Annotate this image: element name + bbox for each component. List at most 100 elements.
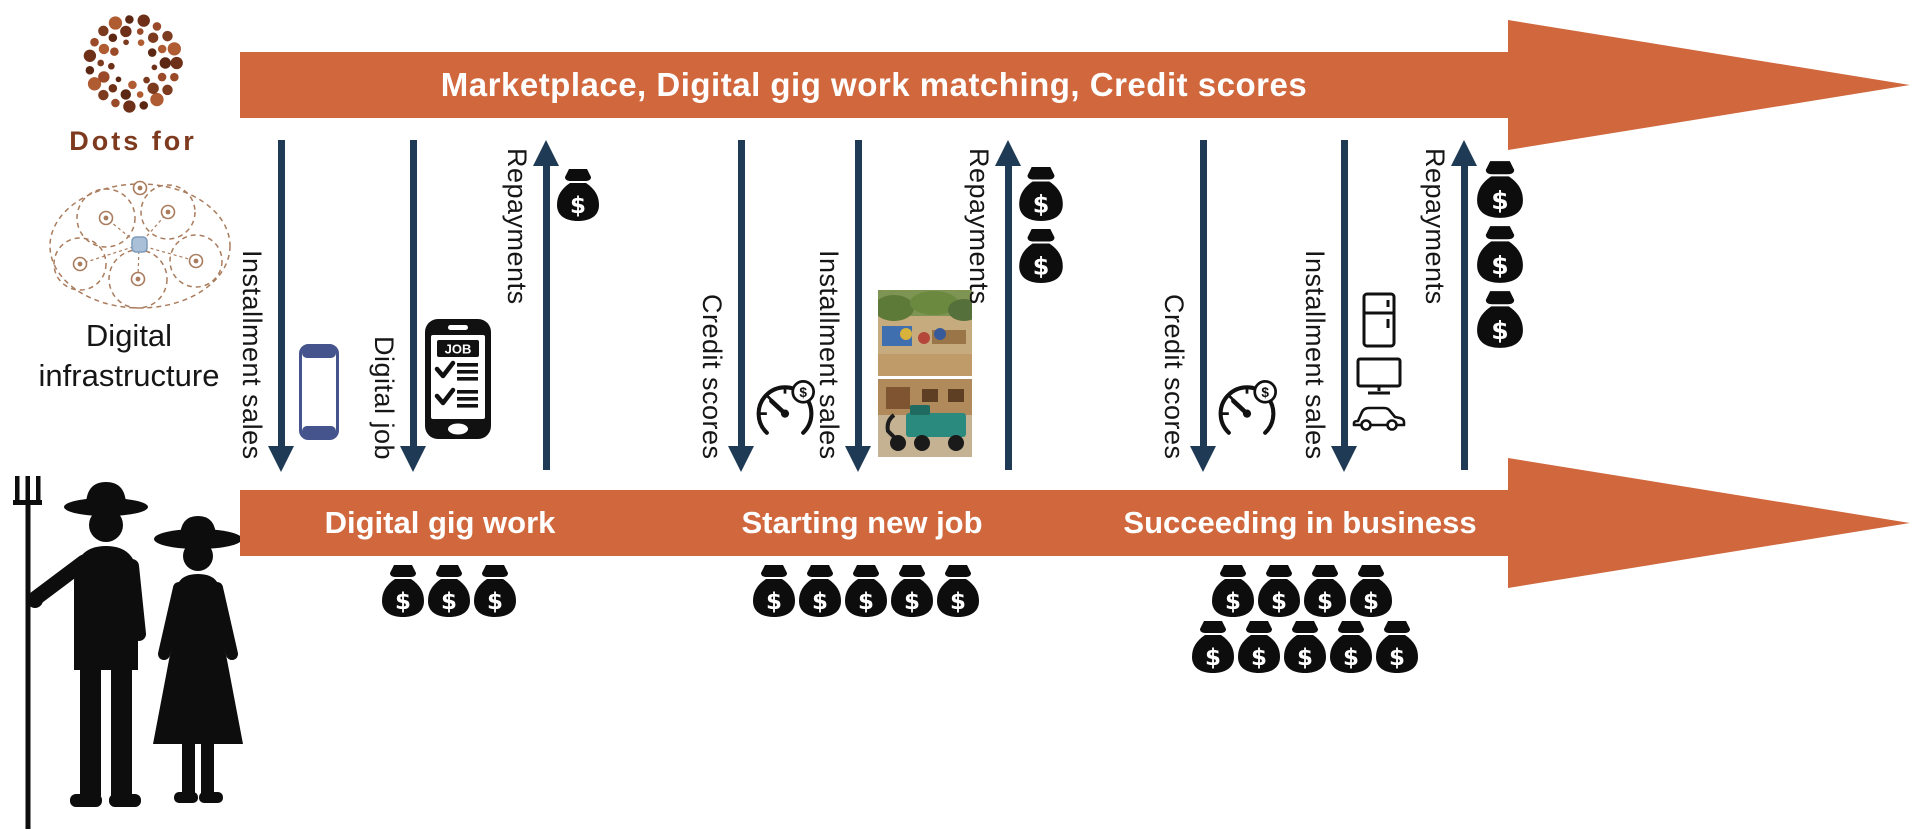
flow-2-arrow-line [410,140,417,448]
svg-text:$: $ [570,193,586,219]
money-bag-icon: $ [1284,621,1326,673]
stage-digital-gig-work: Digital gig work [324,505,556,540]
money-bag-icon: $ [557,169,599,221]
earnings-bags-new-job: $ $ $ $ $ [752,564,980,618]
tv-icon [1356,357,1402,395]
fridge-icon [1362,292,1396,348]
flow-8-arrow-line [1341,140,1348,448]
svg-text:$: $ [812,589,828,615]
flow-5-arrowhead-down [845,446,871,472]
svg-text:$: $ [858,589,874,615]
money-bag-icon: $ [1192,621,1234,673]
flow-3-repayments-label: Repayments [502,148,533,305]
money-bag-icon: $ [1350,565,1392,617]
flow-8-installment-sales-label: Installment sales [1300,250,1331,460]
photo-motor-tricycle [878,379,972,457]
svg-text:$: $ [904,589,920,615]
money-bag-icon: $ [474,565,516,617]
svg-text:$: $ [1491,251,1508,280]
money-bag-icon: $ [1258,565,1300,617]
svg-text:$: $ [766,589,782,615]
credit-score-gauge-icon: $ [1218,380,1277,435]
car-icon [1352,406,1406,431]
dots-logo-icon [83,14,183,113]
credit-score-gauge-icon: $ [756,380,815,435]
money-bag-icon: $ [1238,621,1280,673]
smartphone-icon [299,344,339,440]
digital-job-phone-icon: JOB [425,319,491,439]
svg-text:$: $ [441,589,457,615]
money-bag-icon: $ [428,565,470,617]
farmer-couple-icon [13,476,243,829]
flow-7-credit-scores-label: Credit scores [1159,294,1190,460]
earnings-bags-business-row1: $ $ $ $ [1211,564,1393,618]
svg-text:$: $ [1225,589,1241,615]
svg-text:$: $ [1317,589,1333,615]
digital-infrastructure-label: Digital infrastructure [0,316,258,395]
svg-text:$: $ [395,589,411,615]
money-bag-icon: $ [1477,226,1523,283]
flow-1-arrow-line [278,140,285,448]
flow-5-arrow-line [855,140,862,448]
flow-8-arrowhead-down [1331,446,1357,472]
earnings-bags-business-row2: $ $ $ $ $ [1191,620,1419,674]
svg-text:$: $ [1297,645,1313,671]
flow-1-installment-sales-label: Installment sales [237,250,268,460]
flow-1-arrowhead-down [268,446,294,472]
job-box-label: JOB [445,342,472,357]
stage-succeeding-in-business: Succeeding in business [1123,505,1477,540]
flow-3-arrow-line [543,166,550,470]
flow-7-arrowhead-down [1190,446,1216,472]
svg-text:$: $ [1343,645,1359,671]
flow-3-arrowhead-up [533,140,559,166]
flow-2-digital-job-label: Digital job [369,335,400,460]
money-bag-icon: $ [1304,565,1346,617]
money-bag-icon: $ [753,565,795,617]
svg-text:$: $ [1491,316,1508,345]
mesh-network-icon [49,180,231,309]
top-arrow-head [1508,20,1910,150]
svg-text:$: $ [1205,645,1221,671]
money-bag-icon: $ [1212,565,1254,617]
flow-4-arrow-line [738,140,745,448]
flow-9-arrowhead-up [1451,140,1477,166]
stage-starting-new-job: Starting new job [741,505,983,540]
money-bag-icon: $ [1376,621,1418,673]
flow-5-installment-sales-label: Installment sales [814,250,845,460]
gauge-dollar-label: $ [1261,385,1269,400]
svg-text:$: $ [1033,253,1050,281]
svg-text:$: $ [1271,589,1287,615]
infra-label-line2: infrastructure [38,357,220,393]
flow-6-arrow-line [1005,166,1012,470]
gauge-dollar-label: $ [799,385,807,400]
installment-goods-photos [878,290,972,457]
earnings-bags-gig-work: $ $ $ [381,564,517,618]
money-bag-icon: $ [1019,229,1063,283]
svg-text:$: $ [950,589,966,615]
flow-4-credit-scores-label: Credit scores [697,294,728,460]
money-bag-icon: $ [799,565,841,617]
repayment-bags-3: $ $ $ [1476,160,1524,349]
money-bag-icon: $ [1019,167,1063,221]
infra-label-line1: Digital [85,318,173,353]
flow-7-arrow-line [1200,140,1207,448]
svg-text:$: $ [1389,645,1405,671]
repayment-bags-2: $$ [1018,166,1064,284]
svg-text:$: $ [1033,191,1050,219]
money-bag-icon: $ [845,565,887,617]
svg-text:$: $ [1491,186,1508,215]
money-bag-icon: $ [1477,161,1523,218]
flow-4-arrowhead-down [728,446,754,472]
money-bag-icon: $ [1330,621,1372,673]
household-goods-icons [1352,292,1406,432]
flow-6-arrowhead-up [995,140,1021,166]
money-bag-icon: $ [382,565,424,617]
bottom-arrow-head [1508,458,1910,588]
top-arrow: Marketplace, Digital gig work matching, … [240,52,1508,118]
flow-9-repayments-label: Repayments [1420,148,1451,305]
flow-6-repayments-label: Repayments [964,148,995,305]
top-arrow-label: Marketplace, Digital gig work matching, … [440,66,1308,103]
flow-2-arrowhead-down [400,446,426,472]
money-bag-icon: $ [937,565,979,617]
